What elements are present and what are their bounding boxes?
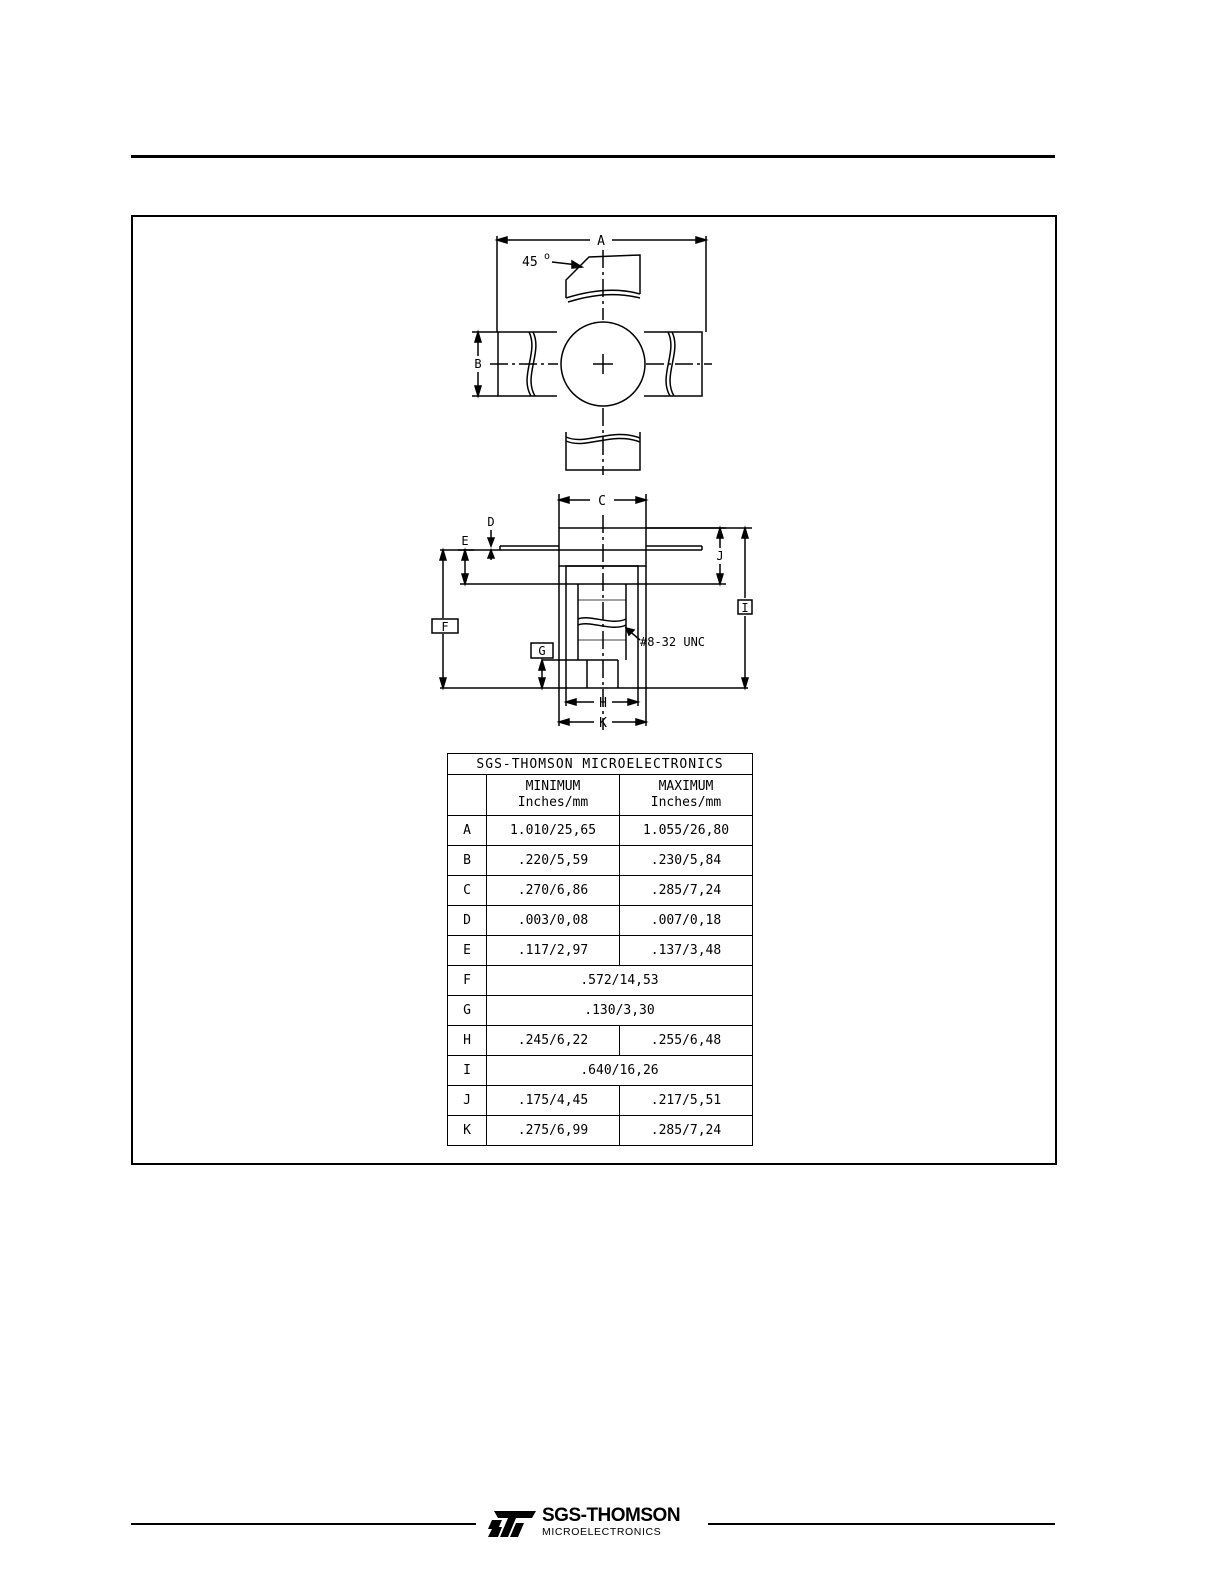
footer-rule-right [708, 1523, 1055, 1525]
table-row: B .220/5,59 .230/5,84 [447, 845, 753, 876]
row-value: .572/14,53 [486, 965, 753, 996]
dim-label-i: I [741, 601, 748, 615]
table-row: E .117/2,97 .137/3,48 [447, 935, 753, 966]
table-row: C .270/6,86 .285/7,24 [447, 875, 753, 906]
angle-degree-mark: o [544, 251, 550, 262]
row-dim: J [447, 1085, 487, 1116]
table-header-minimum: MINIMUM Inches/mm [486, 774, 620, 816]
row-max: .137/3,48 [619, 935, 753, 966]
dim-label-e: E [461, 534, 468, 548]
company-logo: SGS-THOMSON MICROELECTRONICS [486, 1505, 696, 1541]
table-row: K .275/6,99 .285/7,24 [447, 1115, 753, 1146]
dim-label-h: H [599, 696, 607, 711]
row-value: .640/16,26 [486, 1055, 753, 1086]
row-max: .217/5,51 [619, 1085, 753, 1116]
row-min: .245/6,22 [486, 1025, 620, 1056]
dim-label-b: B [474, 357, 481, 371]
row-min: .275/6,99 [486, 1115, 620, 1146]
st-logo-icon [488, 1511, 536, 1537]
dim-label-c: C [598, 494, 606, 509]
dim-label-a: A [597, 234, 605, 249]
row-max: .285/7,24 [619, 1115, 753, 1146]
maximum-label: MAXIMUM [658, 779, 714, 794]
row-dim: F [447, 965, 487, 996]
row-max: .007/0,18 [619, 905, 753, 936]
table-row: J .175/4,45 .217/5,51 [447, 1085, 753, 1116]
row-max: .285/7,24 [619, 875, 753, 906]
dim-label-j: J [716, 549, 723, 563]
row-dim: A [447, 815, 487, 846]
logo-sub-text: MICROELECTRONICS [542, 1526, 662, 1538]
row-min: 1.010/25,65 [486, 815, 620, 846]
row-min: .270/6,86 [486, 875, 620, 906]
angle-label: 45 [522, 255, 538, 270]
table-row: A 1.010/25,65 1.055/26,80 [447, 815, 753, 846]
package-outline-frame [131, 215, 1057, 1165]
table-row: D .003/0,08 .007/0,18 [447, 905, 753, 936]
row-min: .117/2,97 [486, 935, 620, 966]
table-caption: SGS-THOMSON MICROELECTRONICS [447, 753, 753, 775]
row-max: .230/5,84 [619, 845, 753, 876]
row-min: .220/5,59 [486, 845, 620, 876]
row-dim: B [447, 845, 487, 876]
row-dim: H [447, 1025, 487, 1056]
row-max: 1.055/26,80 [619, 815, 753, 846]
row-dim: G [447, 995, 487, 1026]
minimum-unit: Inches/mm [517, 795, 589, 810]
thread-label: #8-32 UNC [640, 635, 705, 649]
dim-label-k: K [599, 716, 607, 731]
row-dim: D [447, 905, 487, 936]
minimum-label: MINIMUM [525, 779, 581, 794]
row-value: .130/3,30 [486, 995, 753, 1026]
footer-rule-left [131, 1523, 476, 1525]
table-row: I .640/16,26 [447, 1055, 753, 1086]
logo-brand-text: SGS-THOMSON [542, 1505, 681, 1526]
dimension-table: SGS-THOMSON MICROELECTRONICS MINIMUM Inc… [447, 753, 753, 1146]
row-min: .175/4,45 [486, 1085, 620, 1116]
row-dim: K [447, 1115, 487, 1146]
table-header-blank [447, 774, 487, 816]
header-rule [131, 155, 1055, 158]
top-view: A 45 o B [472, 234, 712, 475]
row-dim: I [447, 1055, 487, 1086]
side-view: C D [431, 494, 753, 731]
table-row: H .245/6,22 .255/6,48 [447, 1025, 753, 1056]
row-min: .003/0,08 [486, 905, 620, 936]
maximum-unit: Inches/mm [650, 795, 722, 810]
row-dim: E [447, 935, 487, 966]
row-max: .255/6,48 [619, 1025, 753, 1056]
table-row: F .572/14,53 [447, 965, 753, 996]
dim-label-d: D [487, 515, 494, 529]
dim-label-g: G [538, 644, 545, 658]
table-row: G .130/3,30 [447, 995, 753, 1026]
row-dim: C [447, 875, 487, 906]
table-header-maximum: MAXIMUM Inches/mm [619, 774, 753, 816]
dim-label-f: F [441, 620, 448, 634]
